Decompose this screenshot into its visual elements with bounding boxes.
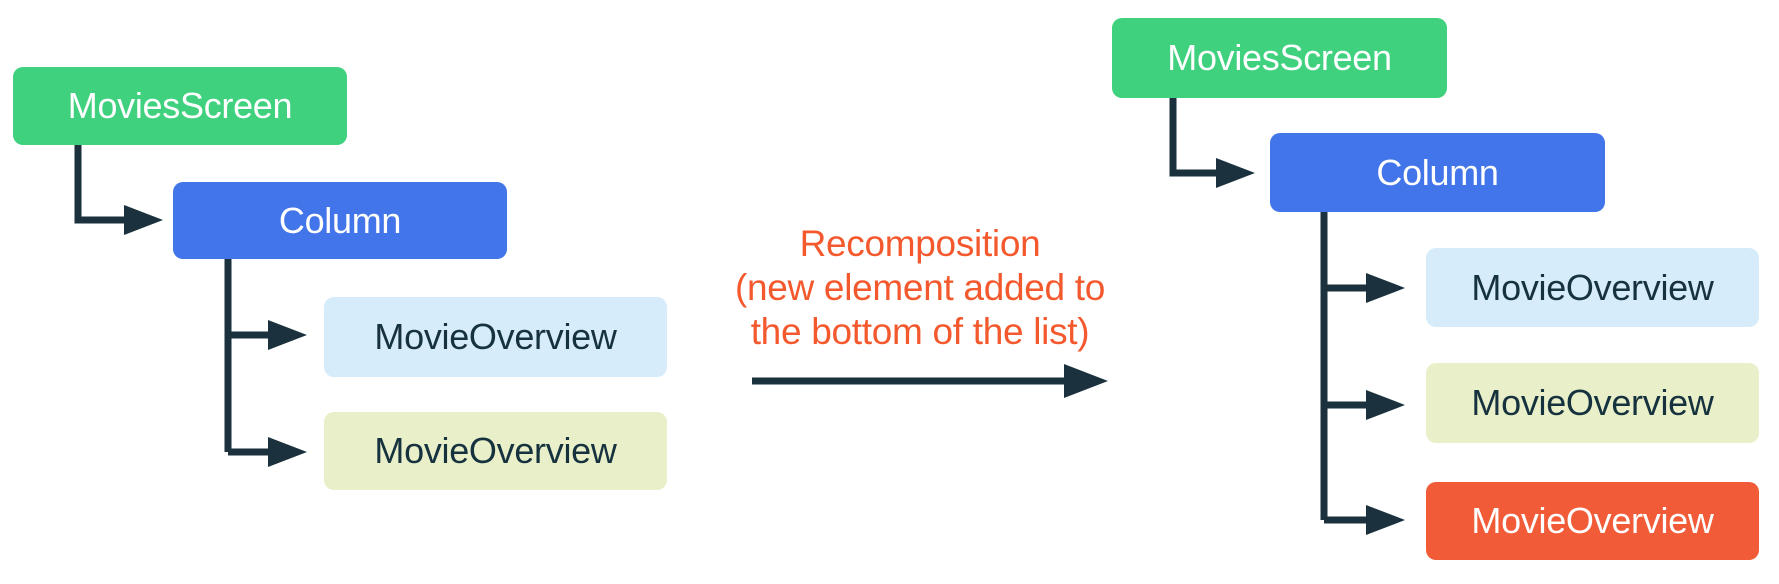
right-tree-node-movieoverview-1: MovieOverview — [1426, 248, 1759, 327]
arrowhead-icon — [124, 205, 163, 235]
right-tree-node-movieoverview-new: MovieOverview — [1426, 482, 1759, 560]
arrowhead-icon — [1366, 273, 1405, 303]
left-tree-node-movieoverview-1: MovieOverview — [324, 297, 667, 377]
left-tree-node-column: Column — [173, 182, 507, 259]
left-tree-node-movieoverview-2: MovieOverview — [324, 412, 667, 490]
connector-left-root-to-column — [74, 145, 126, 224]
recomposition-caption: Recomposition (new element added to the … — [660, 222, 1180, 354]
right-tree-node-moviesscreen: MoviesScreen — [1112, 18, 1447, 98]
arrowhead-icon — [1366, 505, 1405, 535]
right-tree-node-movieoverview-2: MovieOverview — [1426, 363, 1759, 443]
left-tree-node-moviesscreen: MoviesScreen — [13, 67, 347, 145]
arrowhead-icon — [268, 320, 307, 350]
recomposition-caption-line2: (new element added to — [734, 267, 1106, 308]
right-tree-node-column: Column — [1270, 133, 1605, 212]
recomposition-caption-title: Recomposition — [799, 223, 1041, 264]
arrowhead-icon — [1366, 390, 1405, 420]
connector-right-root-to-column — [1169, 98, 1218, 177]
arrowhead-icon — [268, 437, 307, 467]
arrowhead-icon — [1216, 158, 1255, 188]
recomposition-caption-line3: the bottom of the list) — [750, 311, 1090, 352]
arrowhead-icon — [1064, 364, 1108, 398]
